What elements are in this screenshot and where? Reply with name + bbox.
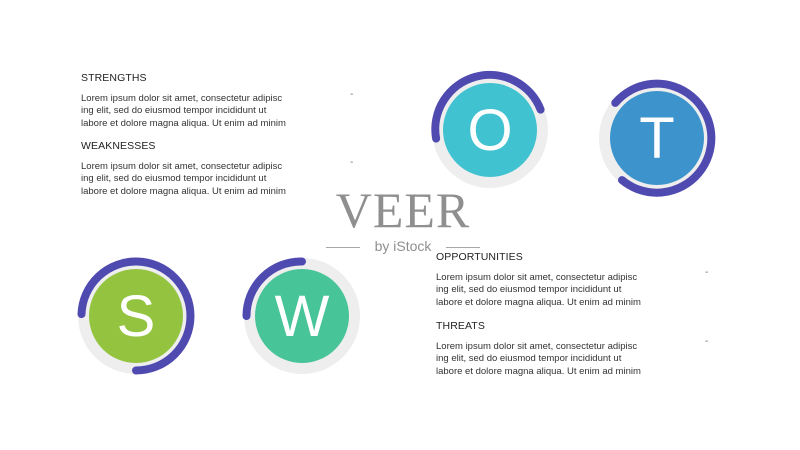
watermark-line-right	[446, 247, 480, 248]
strengths-title: STRENGTHS	[81, 72, 147, 84]
strengths-line-3: labore et dolore magna aliqua. Ut enim a…	[81, 117, 286, 129]
opportunities-line-3: labore et dolore magna aliqua. Ut enim a…	[436, 296, 641, 308]
opportunities-line-2: ing elit, sed do eiusmod tempor incididu…	[436, 284, 622, 296]
weaknesses-line-2: ing elit, sed do eiusmod tempor incididu…	[81, 173, 267, 185]
strengths-line-2: ing elit, sed do eiusmod tempor incididu…	[81, 105, 267, 117]
strengths-line-1: Lorem ipsum dolor sit amet, consectetur …	[81, 93, 283, 104]
s-circle: S	[77, 257, 195, 375]
opportunities-text: Lorem ipsum dolor sit amet, consectetur …	[436, 272, 726, 309]
opportunities-title: OPPORTUNITIES	[436, 251, 523, 263]
threats-line-3: labore et dolore magna aliqua. Ut enim a…	[436, 365, 641, 377]
o-letter: O	[467, 98, 512, 163]
strengths-block: STRENGTHS Lorem ipsum dolor sit amet, co…	[81, 72, 371, 130]
t-letter: T	[639, 106, 674, 171]
w-letter: W	[275, 284, 330, 349]
threats-block: THREATS Lorem ipsum dolor sit amet, cons…	[436, 320, 726, 378]
threats-text: Lorem ipsum dolor sit amet, consectetur …	[436, 341, 726, 378]
weaknesses-block: WEAKNESSES Lorem ipsum dolor sit amet, c…	[81, 140, 371, 198]
s-letter: S	[117, 284, 156, 349]
o-circle-arc	[431, 70, 545, 143]
weaknesses-line-1: Lorem ipsum dolor sit amet, consectetur …	[81, 161, 283, 172]
watermark-sub-row: by iStock	[318, 238, 488, 254]
threats-line-1: Lorem ipsum dolor sit amet, consectetur …	[436, 341, 638, 352]
opportunities-line-1: Lorem ipsum dolor sit amet, consectetur …	[436, 272, 638, 283]
w-circle-fill	[255, 269, 349, 363]
threats-line-2: ing elit, sed do eiusmod tempor incididu…	[436, 353, 622, 365]
o-circle-fill	[443, 83, 537, 177]
watermark-sub: by iStock	[374, 238, 432, 254]
t-circle: T	[599, 79, 716, 197]
strengths-dash: -	[350, 89, 354, 100]
w-circle-arc	[242, 257, 306, 320]
opportunities-block: OPPORTUNITIES Lorem ipsum dolor sit amet…	[436, 251, 726, 309]
w-circle: W	[242, 257, 360, 374]
opportunities-dash: -	[705, 267, 709, 278]
weaknesses-text: Lorem ipsum dolor sit amet, consectetur …	[81, 161, 371, 198]
t-circle-fill	[610, 91, 704, 185]
s-circle-arc	[77, 257, 195, 375]
threats-dash: -	[705, 336, 709, 347]
o-circle: O	[431, 70, 548, 188]
weaknesses-dash: -	[350, 157, 354, 168]
strengths-text: Lorem ipsum dolor sit amet, consectetur …	[81, 93, 371, 130]
watermark-logo: VEER	[335, 182, 471, 238]
t-circle-arc	[611, 79, 716, 197]
threats-title: THREATS	[436, 320, 485, 332]
weaknesses-line-3: labore et dolore magna aliqua. Ut enim a…	[81, 185, 286, 197]
weaknesses-title: WEAKNESSES	[81, 140, 156, 152]
watermark-line-left	[326, 247, 360, 248]
s-circle-fill	[89, 269, 183, 363]
watermark: VEER by iStock	[318, 184, 488, 254]
